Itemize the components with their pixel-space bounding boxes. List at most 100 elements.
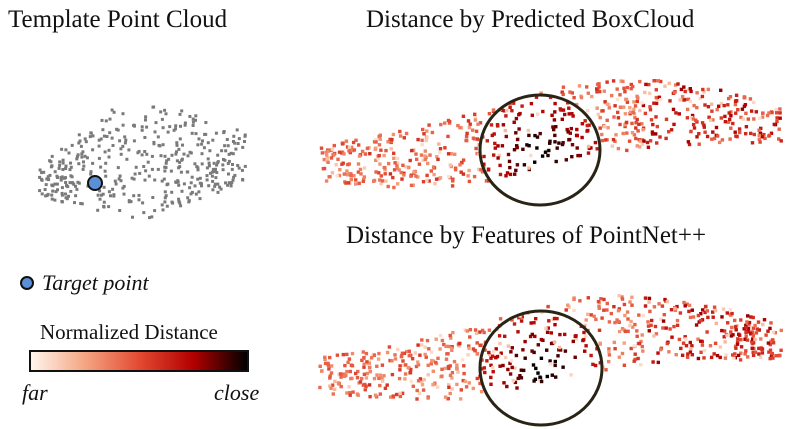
distance-point xyxy=(461,378,465,383)
distance-point xyxy=(617,355,621,359)
distance-point xyxy=(632,133,637,137)
distance-point xyxy=(726,321,730,325)
distance-point xyxy=(557,141,561,145)
distance-point xyxy=(701,87,705,92)
template-point xyxy=(50,193,54,197)
distance-point xyxy=(689,129,693,134)
template-point xyxy=(49,160,53,164)
distance-point xyxy=(333,379,337,384)
distance-point xyxy=(435,155,439,159)
template-point xyxy=(194,118,197,122)
template-point xyxy=(196,177,200,181)
distance-point xyxy=(775,116,779,120)
distance-point xyxy=(597,85,601,89)
distance-point xyxy=(607,347,611,351)
distance-point xyxy=(638,145,642,149)
distance-point xyxy=(620,327,625,331)
template-point xyxy=(235,128,239,132)
template-point xyxy=(118,139,122,143)
distance-point xyxy=(446,134,450,139)
distance-point xyxy=(769,131,774,135)
template-point xyxy=(160,117,164,121)
distance-point xyxy=(758,355,763,359)
distance-point xyxy=(545,374,549,379)
distance-point xyxy=(739,338,743,342)
distance-point xyxy=(448,373,453,378)
distance-point xyxy=(634,136,638,141)
distance-point xyxy=(451,330,455,335)
distance-point xyxy=(532,321,536,325)
distance-point xyxy=(699,350,703,354)
distance-point xyxy=(329,364,334,368)
distance-point xyxy=(518,314,522,318)
template-point xyxy=(38,189,42,193)
distance-point xyxy=(365,371,369,376)
distance-point xyxy=(646,320,650,324)
distance-point xyxy=(670,335,674,339)
distance-point xyxy=(697,142,701,146)
distance-point xyxy=(529,153,533,158)
template-point xyxy=(161,126,165,130)
distance-point xyxy=(708,344,713,348)
distance-point xyxy=(605,308,609,312)
distance-point xyxy=(493,141,497,146)
distance-point xyxy=(758,140,762,144)
template-point xyxy=(77,141,81,145)
distance-point xyxy=(398,134,403,138)
distance-point xyxy=(746,117,750,121)
distance-point xyxy=(616,116,621,120)
template-point xyxy=(79,202,83,205)
distance-point xyxy=(718,355,722,360)
template-point xyxy=(216,182,220,186)
distance-point xyxy=(778,116,782,120)
distance-point xyxy=(420,379,424,384)
template-point xyxy=(194,192,198,196)
distance-point xyxy=(682,300,686,305)
distance-point xyxy=(447,385,451,389)
distance-point xyxy=(616,146,621,151)
template-point xyxy=(46,192,50,196)
distance-point xyxy=(392,151,396,155)
distance-point xyxy=(565,127,569,132)
distance-point xyxy=(627,139,632,143)
distance-point xyxy=(649,118,654,122)
template-point xyxy=(205,166,209,170)
distance-point xyxy=(633,116,637,120)
distance-point xyxy=(328,384,332,388)
distance-point xyxy=(777,137,781,141)
distance-point xyxy=(383,172,387,176)
distance-point xyxy=(368,370,372,374)
distance-point xyxy=(352,148,357,152)
distance-point xyxy=(546,153,550,158)
distance-point xyxy=(554,375,558,379)
distance-point xyxy=(774,108,778,112)
template-point xyxy=(53,182,57,186)
template-point xyxy=(198,197,202,201)
distance-point xyxy=(676,82,680,86)
template-point xyxy=(189,181,193,185)
distance-point xyxy=(545,348,549,352)
template-point xyxy=(207,161,211,165)
template-point xyxy=(216,190,220,194)
template-point xyxy=(165,204,169,208)
distance-point xyxy=(324,179,329,183)
distance-point xyxy=(709,118,713,122)
distance-point xyxy=(402,136,406,140)
distance-point xyxy=(742,104,747,108)
distance-point xyxy=(633,352,637,356)
template-point xyxy=(67,194,70,198)
distance-point xyxy=(637,313,641,317)
distance-point xyxy=(376,357,381,361)
distance-point xyxy=(680,353,685,357)
distance-point xyxy=(417,162,422,166)
distance-point xyxy=(463,379,467,384)
template-point xyxy=(114,182,118,186)
template-point xyxy=(108,131,112,135)
distance-point xyxy=(414,174,418,178)
distance-point xyxy=(329,386,333,390)
distance-point xyxy=(350,148,355,153)
template-point xyxy=(165,183,169,187)
distance-point xyxy=(705,134,710,139)
distance-point xyxy=(528,334,533,339)
distance-point xyxy=(323,361,328,365)
